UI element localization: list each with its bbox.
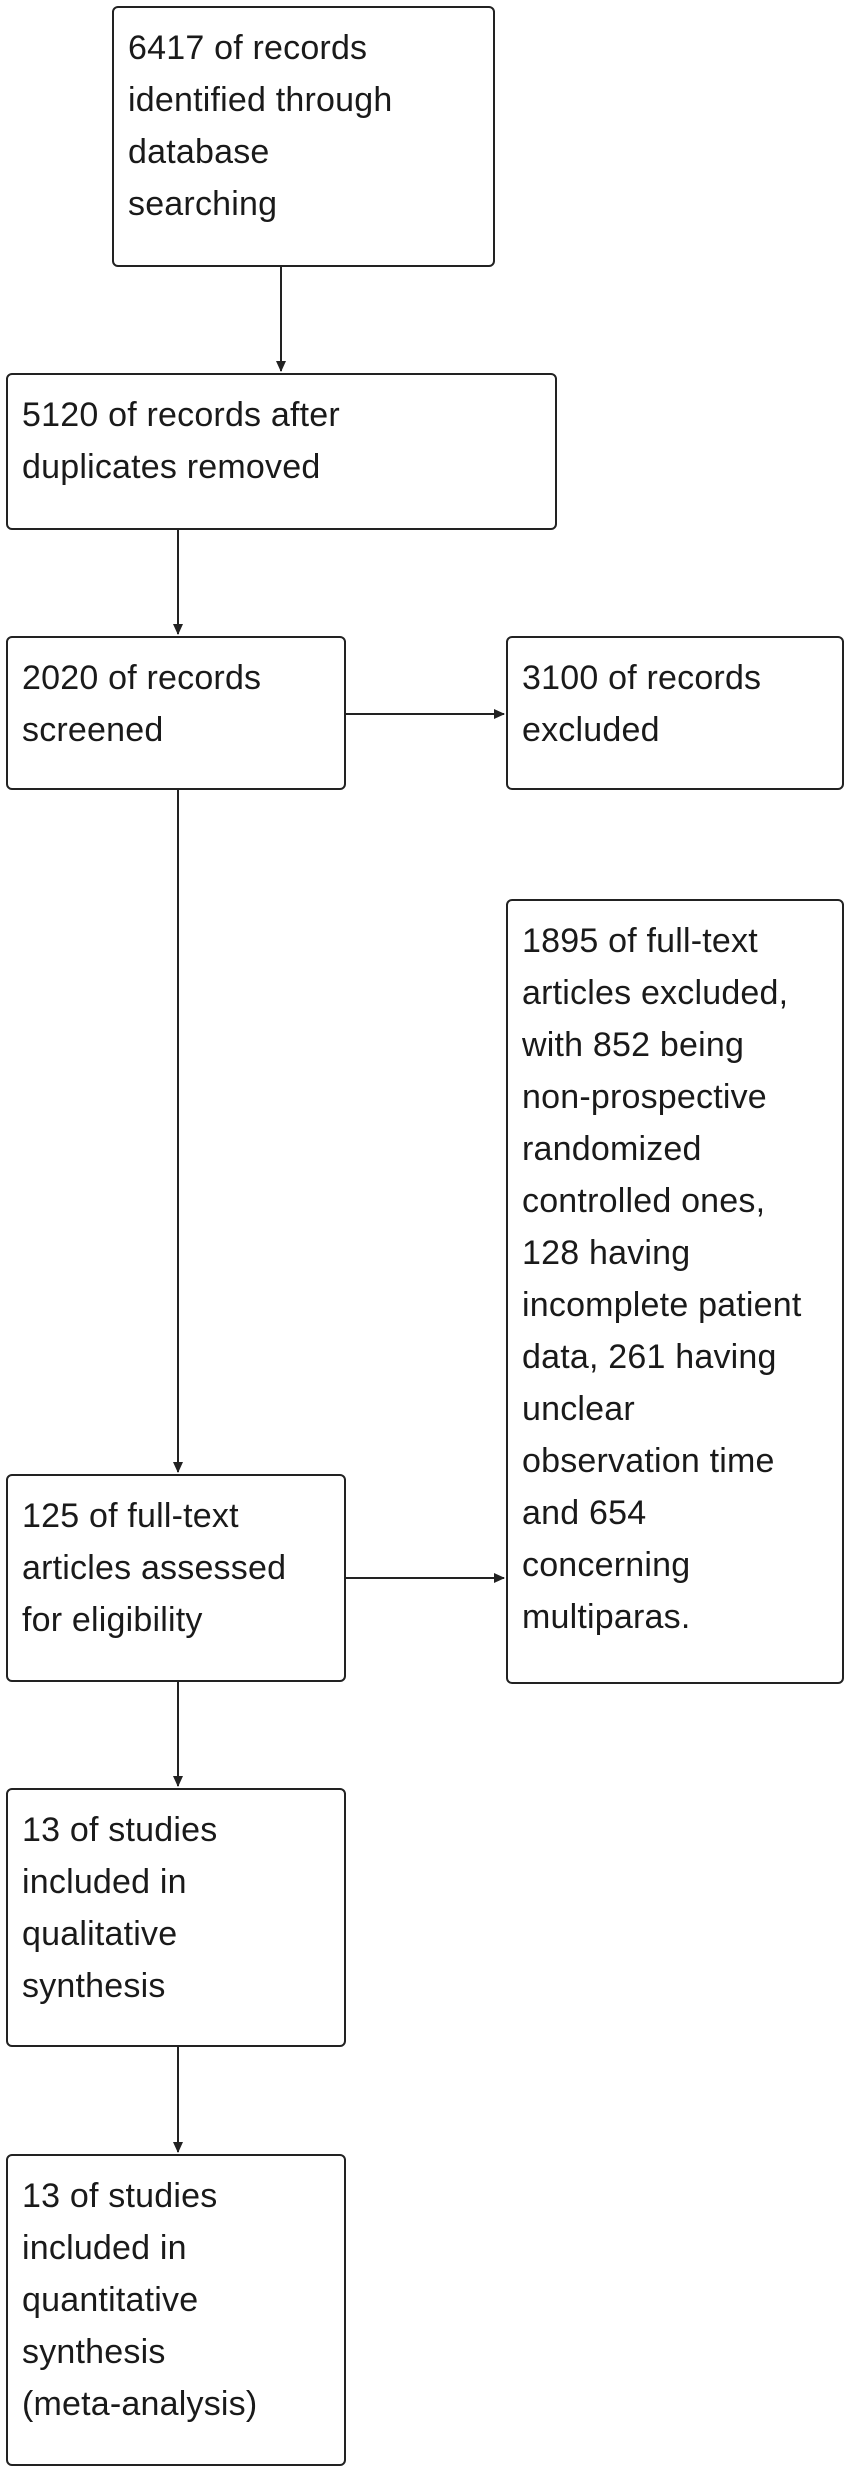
box-line: multiparas. (522, 1598, 691, 1636)
box-line: 3100 of records (522, 659, 762, 697)
box-line: for eligibility (22, 1601, 203, 1639)
box-line: 13 of studies (22, 1811, 218, 1849)
box-line: concerning (522, 1546, 691, 1584)
box-line: database (128, 133, 270, 171)
box-line: screened (22, 711, 164, 749)
box-line: duplicates removed (22, 448, 321, 486)
box-records-identified: 6417 of records identified through datab… (112, 6, 495, 267)
box-studies-qualitative: 13 of studies included in qualitative sy… (6, 1788, 346, 2047)
box-line: qualitative (22, 1915, 178, 1953)
box-line: controlled ones, (522, 1182, 766, 1220)
box-line: randomized (522, 1130, 702, 1168)
box-line: 128 having (522, 1234, 691, 1272)
box-line: synthesis (22, 1967, 166, 2005)
box-line: articles excluded, (522, 974, 789, 1012)
box-line: included in (22, 2229, 187, 2267)
box-line: unclear (522, 1390, 635, 1428)
box-fulltext-assessed: 125 of full-text articles assessed for e… (6, 1474, 346, 1682)
box-line: 6417 of records (128, 29, 368, 67)
box-line: synthesis (22, 2333, 166, 2371)
box-fulltext-excluded: 1895 of full-text articles excluded, wit… (506, 899, 844, 1684)
box-line: identified through (128, 81, 393, 119)
box-records-excluded: 3100 of records excluded (506, 636, 844, 790)
box-records-after-duplicates: 5120 of records after duplicates removed (6, 373, 557, 530)
box-line: observation time (522, 1442, 775, 1480)
box-line: quantitative (22, 2281, 199, 2319)
box-line: excluded (522, 711, 660, 749)
box-line: and 654 (522, 1494, 647, 1532)
box-studies-quantitative: 13 of studies included in quantitative s… (6, 2154, 346, 2466)
box-records-screened: 2020 of records screened (6, 636, 346, 790)
box-line: 2020 of records (22, 659, 262, 697)
box-line: with 852 being (522, 1026, 745, 1064)
box-line: (meta-analysis) (22, 2385, 258, 2423)
box-line: 5120 of records after (22, 396, 340, 434)
box-line: 1895 of full-text (522, 922, 758, 960)
box-line: data, 261 having (522, 1338, 777, 1376)
box-line: included in (22, 1863, 187, 1901)
box-line: 125 of full-text (22, 1497, 239, 1535)
box-line: articles assessed (22, 1549, 287, 1587)
box-line: non-prospective (522, 1078, 767, 1116)
box-line: incomplete patient (522, 1286, 802, 1324)
box-line: searching (128, 185, 278, 223)
box-line: 13 of studies (22, 2177, 218, 2215)
